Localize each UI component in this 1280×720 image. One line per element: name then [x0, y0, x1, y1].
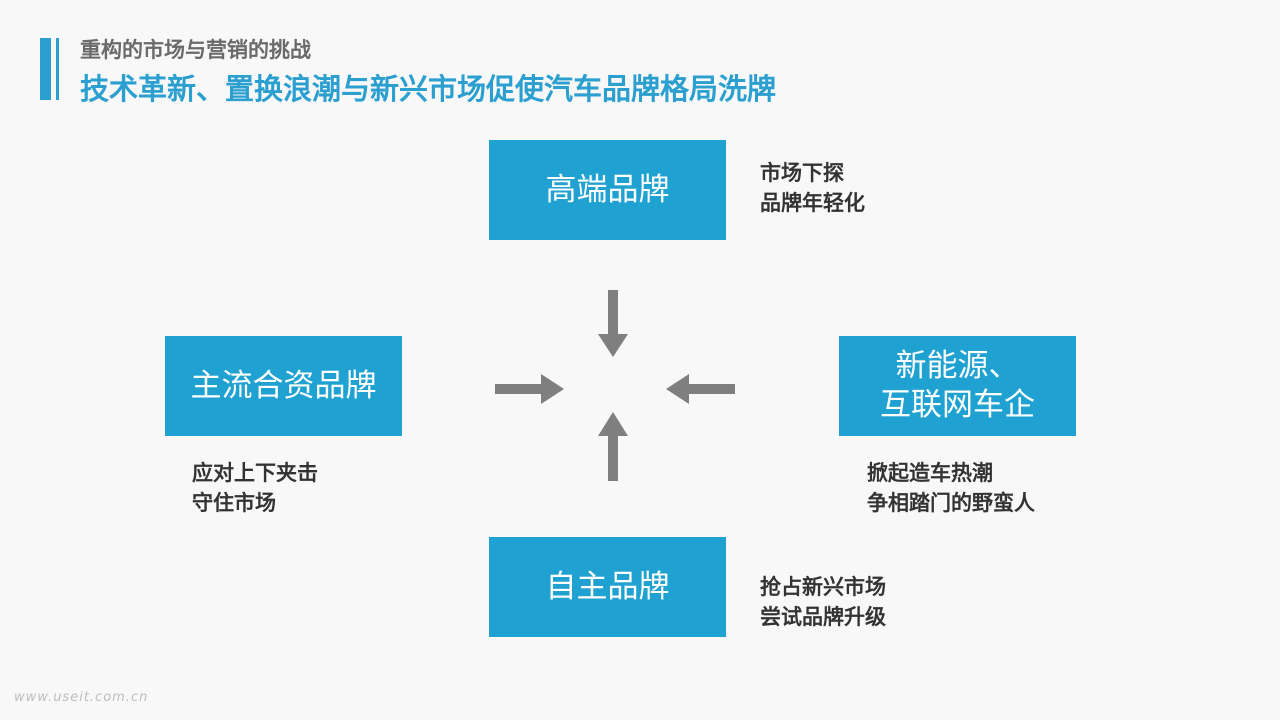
note-line: 尝试品牌升级 [760, 605, 886, 629]
arrow-up-icon [598, 412, 628, 481]
note-domestic-brands: 抢占新兴市场 尝试品牌升级 [760, 572, 886, 632]
box-joint-venture-brands-label: 主流合资品牌 [190, 367, 377, 404]
box-domestic-brands-label: 自主品牌 [545, 568, 670, 605]
note-premium-brands: 市场下探 品牌年轻化 [760, 158, 865, 218]
box-premium-brands-label: 高端品牌 [545, 171, 670, 208]
note-line: 争相踏门的野蛮人 [867, 491, 1035, 515]
box-domestic-brands: 自主品牌 [489, 537, 726, 637]
arrow-right-icon [495, 374, 564, 404]
arrow-left-icon [666, 374, 735, 404]
page-title: 技术革新、置换浪潮与新兴市场促使汽车品牌格局洗牌 [80, 72, 777, 106]
title-accent-line [56, 38, 59, 100]
title-accent-bar [40, 38, 51, 100]
note-new-energy-brands: 掀起造车热潮 争相踏门的野蛮人 [867, 458, 1035, 518]
note-line: 掀起造车热潮 [867, 461, 993, 485]
arrow-down-icon [598, 290, 628, 357]
section-subtitle: 重构的市场与营销的挑战 [80, 38, 311, 62]
box-new-energy-brands-line2: 互联网车企 [880, 387, 1035, 423]
box-new-energy-brands: 新能源、 互联网车企 [839, 336, 1076, 436]
box-new-energy-brands-line1: 新能源、 [895, 348, 1020, 385]
note-line: 应对上下夹击 [192, 461, 318, 485]
watermark: www.useit.com.cn [14, 690, 149, 705]
note-line: 市场下探 [760, 161, 844, 185]
note-line: 抢占新兴市场 [760, 575, 886, 599]
note-line: 品牌年轻化 [760, 191, 865, 215]
note-line: 守住市场 [192, 491, 276, 515]
note-joint-venture-brands: 应对上下夹击 守住市场 [192, 458, 318, 518]
box-premium-brands: 高端品牌 [489, 140, 726, 240]
box-joint-venture-brands: 主流合资品牌 [165, 336, 402, 436]
